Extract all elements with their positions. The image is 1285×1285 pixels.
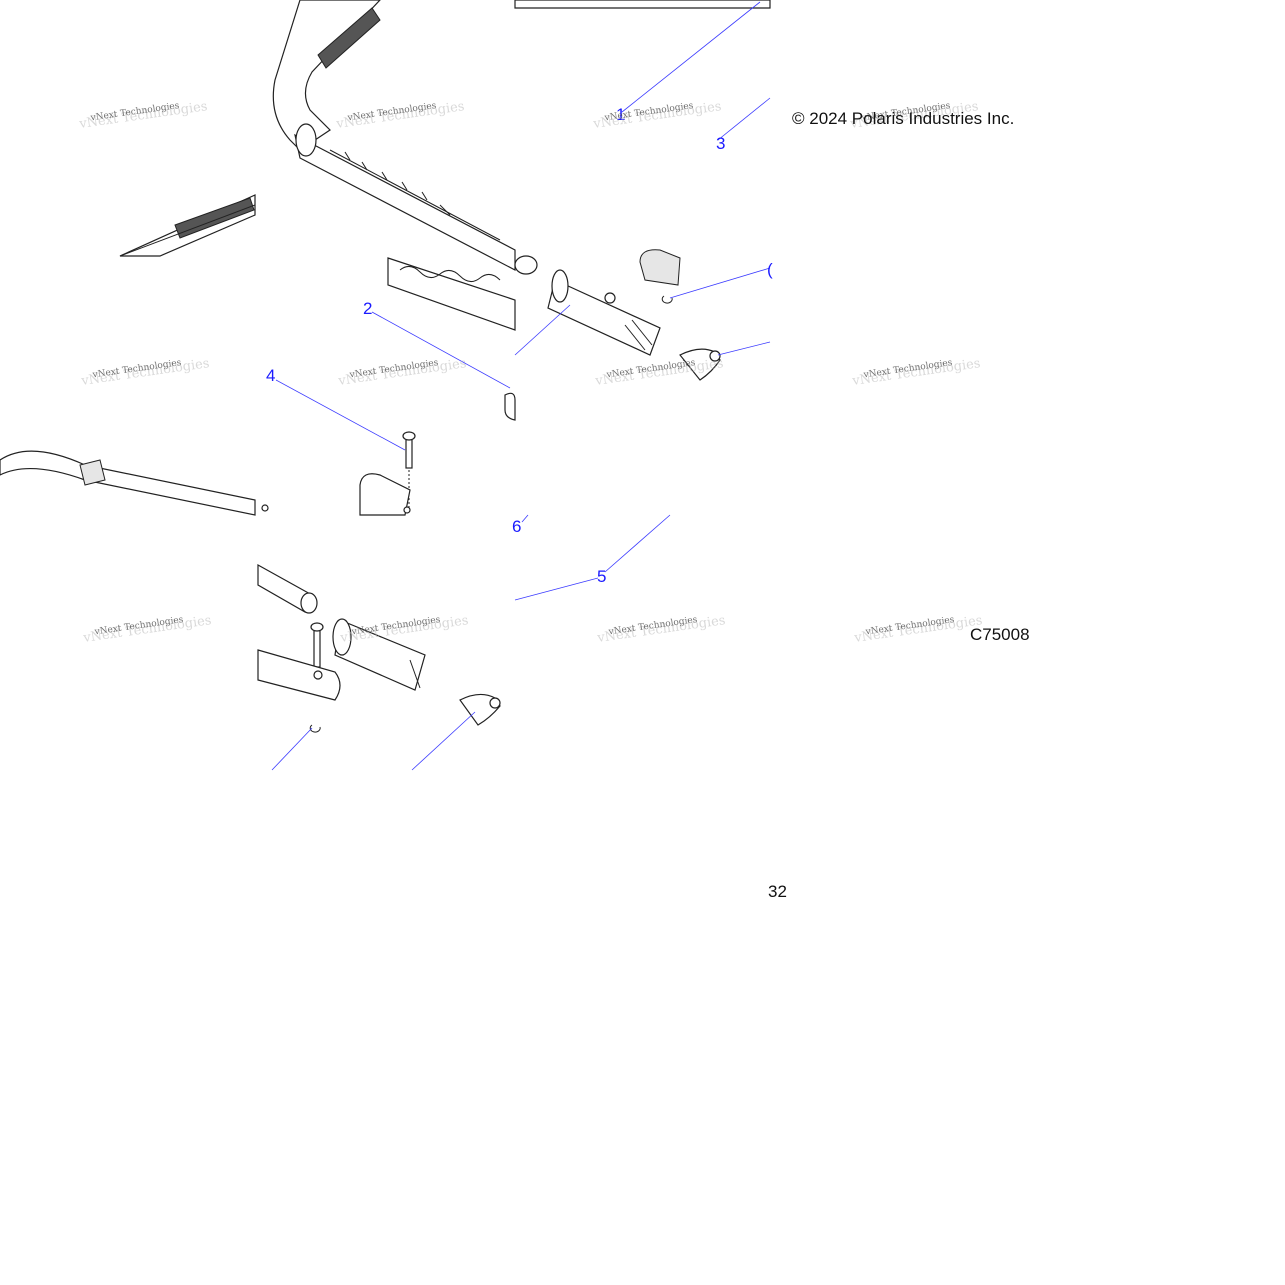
callouts: 1 3 2 4 6 5 ( xyxy=(266,105,773,586)
grip-tube xyxy=(387,257,516,331)
callout-6: 6 xyxy=(512,517,521,536)
drawing-code: C75008 xyxy=(970,625,1030,644)
leader-lines xyxy=(271,1,771,771)
callout-4: 4 xyxy=(266,366,275,385)
curved-tube-left xyxy=(0,450,269,516)
lower-assembly xyxy=(257,563,501,733)
step-bar-segment-left xyxy=(119,194,256,257)
pin-bracket xyxy=(359,392,516,516)
callout-3: 3 xyxy=(716,134,725,153)
callout-partial: ( xyxy=(767,260,773,279)
step-bar-end xyxy=(514,0,771,9)
page-number-fragment: 32 xyxy=(768,882,787,901)
sleeve-assembly xyxy=(514,249,721,381)
callout-2: 2 xyxy=(363,299,372,318)
copyright-notice: © 2024 Polaris Industries Inc. xyxy=(792,109,1015,128)
watermarks: vNext Technologies vNext Technologies vN… xyxy=(77,99,983,646)
step-bar-tube xyxy=(272,0,516,271)
callout-5: 5 xyxy=(597,567,606,586)
callout-1: 1 xyxy=(616,105,625,124)
